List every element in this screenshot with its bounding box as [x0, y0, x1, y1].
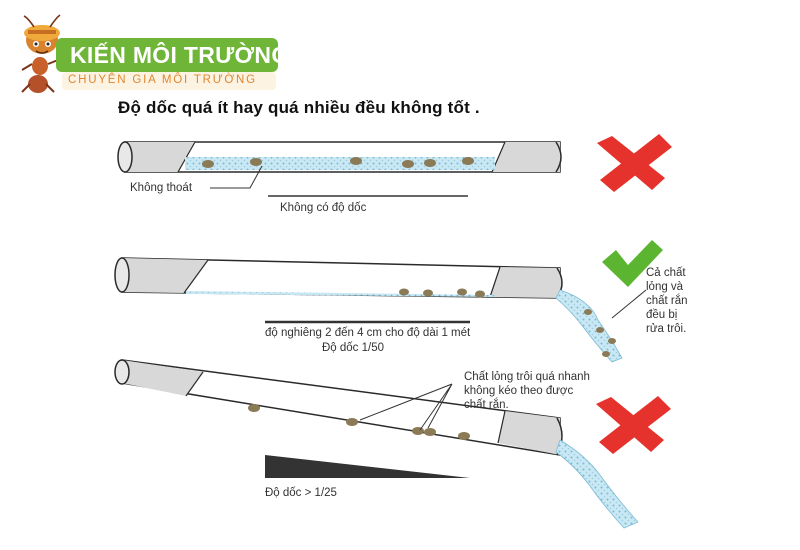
label-no-slope: Không có độ dốc [280, 202, 367, 214]
brand-tagline: CHUYÊN GIA MÔI TRƯỜNG [68, 74, 257, 86]
panel-correct-slope [114, 240, 663, 363]
label-ratio-steep: Độ dốc > 1/25 [265, 487, 337, 499]
solids-in-flow [399, 288, 485, 298]
pipe-slight-slope [114, 257, 563, 299]
diagram-title: Độ dốc quá ít hay quá nhiều đều không tố… [118, 98, 480, 117]
label-washed-away: Cả chất lỏng và chất rắn đều bị rửa trôi… [646, 267, 688, 335]
label-ratio-correct: Độ dốc 1/50 [322, 342, 385, 354]
slope-wedge [265, 455, 470, 478]
cross-icon [597, 134, 672, 192]
pipe-horizontal [117, 141, 562, 173]
label-blocked: Không thoát [130, 182, 193, 194]
panel-steep-slope [114, 359, 671, 529]
label-too-fast: Chất lỏng trôi quá nhanh không kéo theo … [464, 371, 590, 411]
leader-lines [359, 383, 453, 431]
panel-no-slope [117, 134, 672, 197]
check-icon [602, 240, 663, 287]
brand-badge [56, 38, 278, 72]
leader-line [210, 165, 263, 189]
cross-icon [596, 396, 671, 454]
pointer-line [611, 289, 647, 319]
fast-outflow-stream [555, 439, 639, 529]
pipe-steep [114, 359, 563, 456]
ant-mascot-icon [21, 14, 61, 93]
brand-name: KIẾN MÔI TRƯỜNG [70, 42, 290, 68]
brand-tagline-bg [62, 72, 276, 90]
label-slope-spec: độ nghiêng 2 đến 4 cm cho độ dài 1 mét [265, 327, 471, 339]
solids-cluster [202, 157, 474, 168]
outflow-stream [555, 289, 623, 363]
